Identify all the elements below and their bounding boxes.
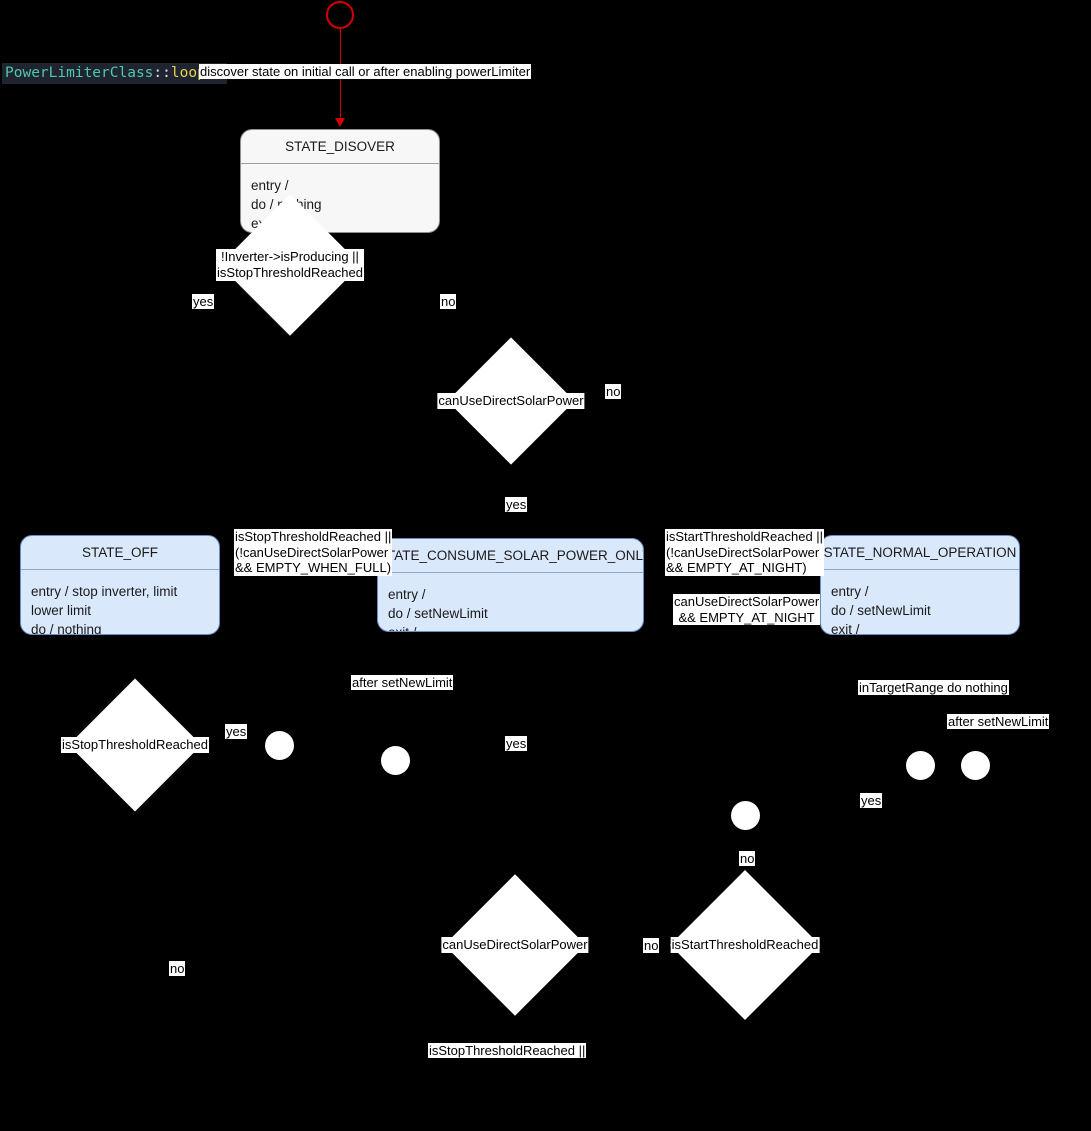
decision-node-inverter-producing[interactable]: !Inverter->isProducing || isStopThreshol… [216,194,390,365]
state-divider [241,163,439,164]
start-circle-icon [326,1,354,29]
state-body: entry / do / setNewLimit exit / [388,587,488,631]
junction-node-2 [381,746,410,775]
state-divider [821,569,1019,570]
edge-label-no-2: no [605,384,622,399]
state-node-state-off[interactable]: STATE_OFF entry / stop inverter, limit l… [20,535,220,635]
start-transition-arrowhead [335,118,345,127]
edge-label-yes-1: yes [192,294,215,309]
edge-label-start-transition: discover state on initial call or after … [199,64,532,79]
state-divider [378,572,643,573]
junction-node-3 [731,801,760,830]
state-divider [21,569,219,570]
state-node-state-normal-operation[interactable]: STATE_NORMAL_OPERATION entry / do / setN… [820,535,1020,635]
state-body: entry / do / setNewLimit exit / [831,584,931,635]
code-function-token: loop [170,65,206,81]
junction-node-5 [961,751,990,780]
edge-label-stop-threshold-or-empty-when-full: isStopThresholdReached || (!canUseDirect… [234,529,393,576]
decision-label: canUseDirectSolarPower [437,393,585,409]
edge-label-after-set-new-limit-2: after setNewLimit [947,714,1050,729]
edge-label-start-threshold-or-empty-at-night: isStartThresholdReached || (!canUseDirec… [665,529,825,576]
state-title: STATE_DISOVER [285,139,395,154]
code-class-token: PowerLimiterClass [5,65,154,81]
decision-label: !Inverter->isProducing || isStopThreshol… [216,249,364,281]
decision-label: isStartThresholdReached [670,937,820,953]
state-body: entry / stop inverter, limit lower limit… [31,584,178,635]
edge-label-no-3: no [739,851,756,866]
edge-label-no-5: no [643,938,660,953]
edge-label-yes-3: yes [225,724,248,739]
state-node-state-consume-solar-power-only[interactable]: STATE_CONSUME_SOLAR_POWER_ONLY entry / d… [377,538,644,632]
edge-label-no-4: no [169,961,186,976]
edge-label-no-1: no [440,294,457,309]
edge-label-stop-threshold-reached-or: isStopThresholdReached || [428,1043,587,1058]
code-caption: PowerLimiterClass::loop() [2,63,228,84]
junction-node-1 [265,731,294,760]
state-title: STATE_CONSUME_SOLAR_POWER_ONLY [378,548,644,563]
edge-label-in-target-range: inTargetRange do nothing [858,680,1009,695]
edge-label-can-use-direct-solar-empty-at-night: canUseDirectSolarPower && EMPTY_AT_NIGHT [673,594,821,625]
code-colon-token: :: [153,65,171,81]
decision-label: isStopThresholdReached [61,737,209,753]
edge-label-yes-2: yes [505,497,528,512]
decision-label: canUseDirectSolarPower [441,937,589,953]
edge-label-yes-5: yes [860,793,883,808]
state-title: STATE_OFF [81,545,158,560]
state-title: STATE_NORMAL_OPERATION [823,545,1017,560]
junction-node-4 [906,751,935,780]
edge-label-yes-4: yes [505,736,528,751]
edge-label-after-set-new-limit-1: after setNewLimit [351,675,454,690]
